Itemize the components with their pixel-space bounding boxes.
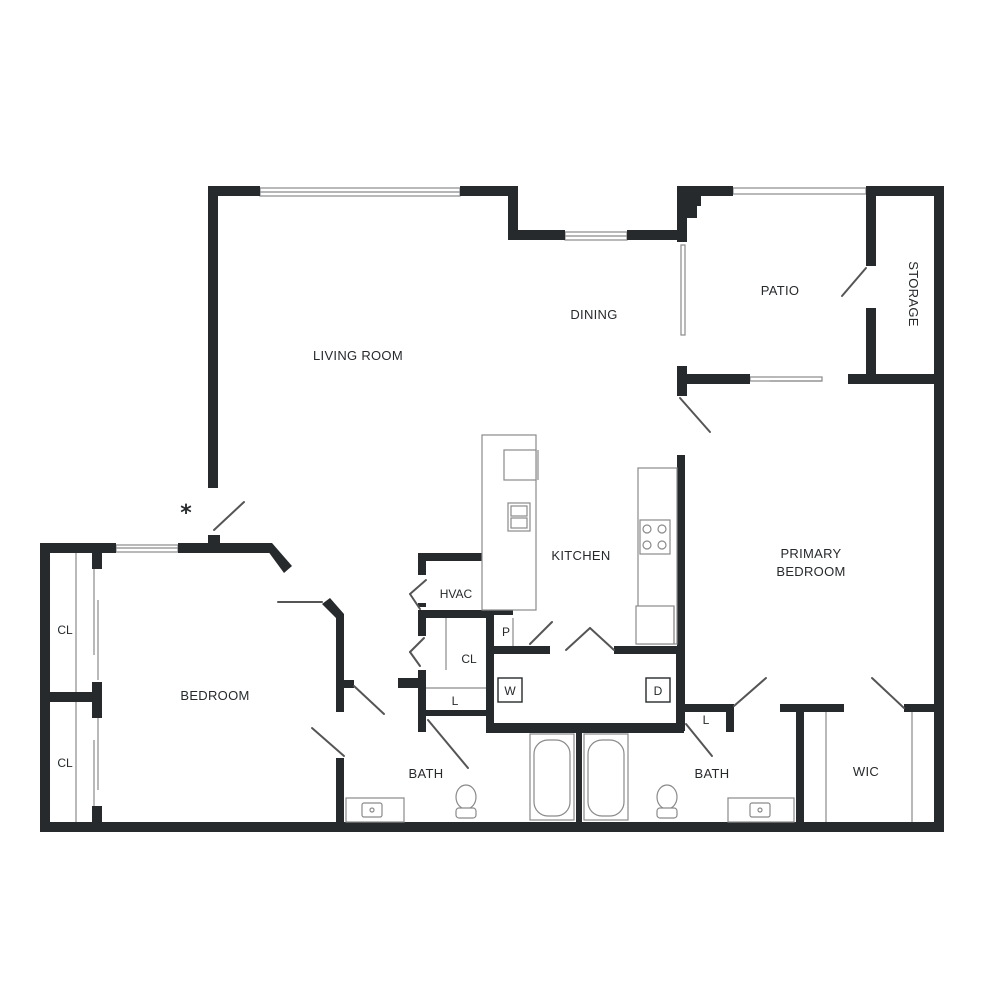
dining-label: DINING	[570, 307, 617, 322]
pantry-door	[529, 621, 553, 645]
patio-label: PATIO	[761, 283, 800, 298]
closet-bottom-label: CL	[57, 756, 73, 770]
bedroom-bath-door	[311, 727, 345, 757]
kitchen-fixtures	[481, 434, 678, 645]
dishwasher	[503, 449, 537, 481]
dryer	[645, 677, 671, 703]
dryer-label: D	[654, 684, 663, 698]
living-room-label: LIVING ROOM	[313, 348, 403, 363]
laundry-door-b	[589, 627, 615, 651]
closet-rods	[75, 553, 913, 822]
stove	[639, 519, 671, 555]
closet-top-label: CL	[57, 623, 73, 637]
kitchen-label: KITCHEN	[551, 548, 610, 563]
washer	[497, 677, 523, 703]
bath-fixtures	[345, 733, 795, 823]
primary-bath-door	[733, 677, 767, 707]
storage-label: STORAGE	[906, 261, 921, 326]
refrigerator	[635, 605, 675, 645]
wic-door	[871, 677, 905, 709]
closet-door-b	[409, 651, 421, 667]
primary-bedroom-label-line1: PRIMARY	[780, 546, 841, 561]
bath-primary-label: BATH	[695, 766, 730, 781]
laundry	[497, 677, 671, 703]
bath-secondary-label: BATH	[409, 766, 444, 781]
linen-door	[685, 723, 713, 757]
hall-bath-door	[427, 719, 469, 769]
entry-marker: *	[180, 501, 192, 526]
hvac-label: HVAC	[440, 587, 473, 601]
hvac-door-a	[409, 579, 427, 595]
bedroom-door-b	[353, 685, 385, 715]
closet-hall-label: CL	[461, 652, 477, 666]
toilet-secondary	[455, 784, 477, 819]
primary-entry-door	[679, 397, 711, 433]
entry-door	[213, 501, 245, 531]
hvac-door-b	[409, 593, 421, 610]
wic-label: WIC	[853, 764, 879, 779]
patio-storage-door	[841, 267, 867, 297]
linen-primary-label: L	[703, 713, 710, 727]
pantry-label: P	[502, 625, 510, 639]
washer-label: W	[504, 684, 516, 698]
primary-bedroom-label-line2: BEDROOM	[776, 564, 845, 579]
doors	[213, 267, 905, 769]
walls	[40, 186, 944, 832]
toilet-primary	[656, 784, 678, 819]
closet-door-a	[409, 637, 425, 653]
linen-hall-label: L	[452, 694, 459, 708]
laundry-door-a	[565, 627, 591, 651]
bedroom-label: BEDROOM	[180, 688, 249, 703]
